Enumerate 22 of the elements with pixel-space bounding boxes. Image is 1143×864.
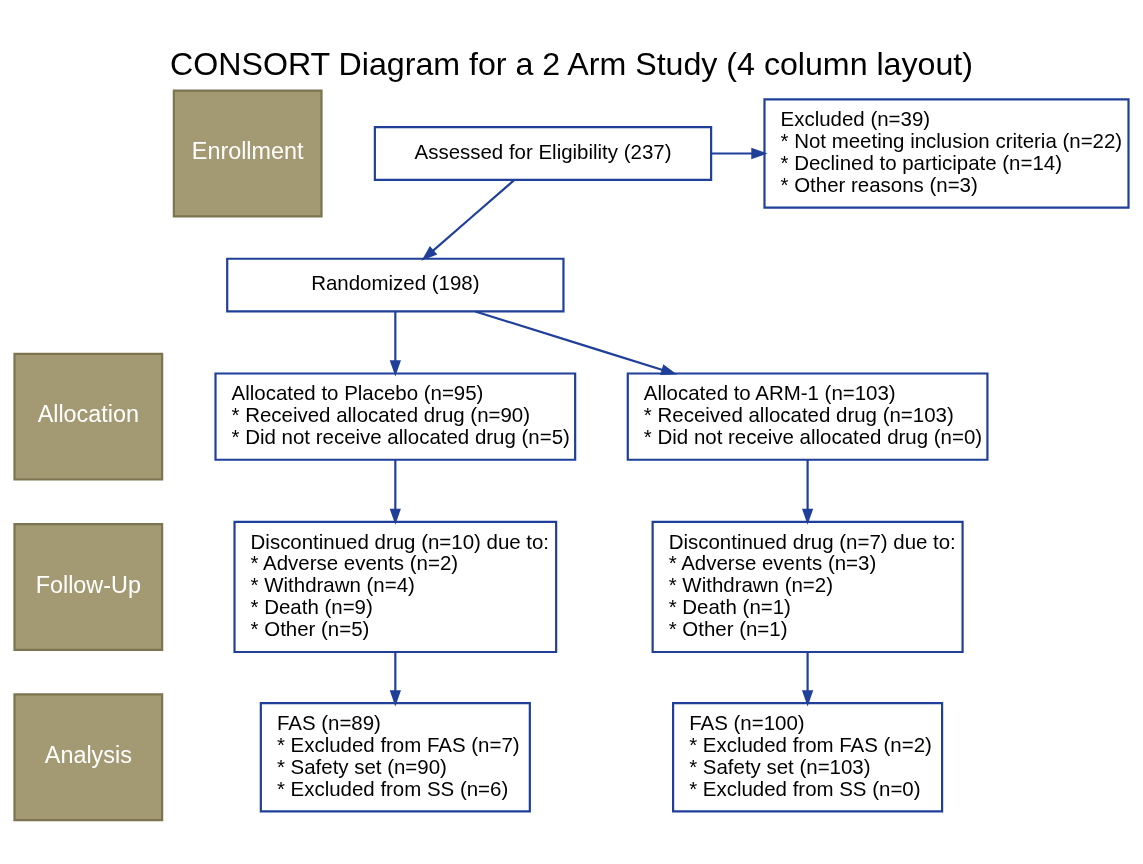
node-box: Discontinued drug (n=7) due to: * Adverse events (n=3) * Withdrawn (n=2) * Death (n=1) * Other (n=1) (651, 520, 964, 654)
node-box: Allocation (13, 352, 164, 481)
node-box: FAS (n=89) * Excluded from FAS (n=7) * Safety set (n=90) * Excluded from SS (n=6) (259, 702, 531, 813)
node-box: Allocated to Placebo (n=95) * Received allocated drug (n=90) * Did not receive allocated drug (n=5) (214, 372, 577, 461)
arrow (389, 652, 401, 707)
node-box: Follow-Up (13, 523, 164, 651)
node-box: Discontinued drug (n=10) due to: * Adverse events (n=2) * Withdrawn (n=4) * Death (n=9) * Other (n=5) (233, 520, 558, 654)
node-box: Randomized (198) (226, 257, 565, 313)
node-box: Excluded (n=39) * Not meeting inclusion criteria (n=22) * Declined to participate (n=14) * Other reasons (n=3) (763, 98, 1130, 209)
node-box: FAS (n=100) * Excluded from FAS (n=2) * Safety set (n=103) * Excluded from SS (n=0) (672, 702, 944, 813)
node-box: Enrollment (172, 89, 323, 218)
arrow (801, 459, 814, 525)
arrow (389, 459, 401, 525)
node-box: Analysis (13, 693, 164, 822)
arrow (389, 311, 401, 377)
diagram-title: CONSORT Diagram for a 2 Arm Study (4 column layout) (170, 46, 973, 83)
arrow (711, 147, 768, 160)
arrow (421, 179, 515, 261)
arrow (801, 652, 814, 707)
arrow (475, 310, 678, 376)
node-box: Allocated to ARM-1 (n=103) * Received allocated drug (n=103) * Did not receive allocated drug (n=0) (626, 372, 989, 461)
node-box: Assessed for Eligibility (237) (373, 126, 713, 181)
